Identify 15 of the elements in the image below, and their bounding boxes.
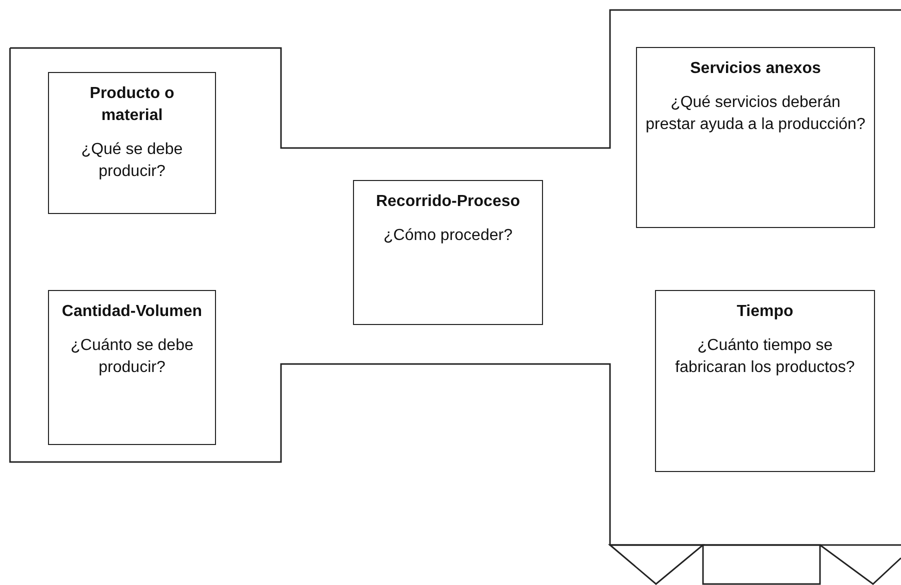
box-question: ¿Cuánto se debe producir? — [70, 336, 194, 378]
box-heading: Cantidad-Volumen — [62, 302, 202, 322]
box-heading: Recorrido-Proceso — [376, 192, 520, 212]
box-heading: Tiempo — [736, 302, 794, 322]
process-box — [48, 290, 216, 445]
process-box — [353, 180, 543, 325]
process-box — [655, 290, 875, 472]
box-heading: Servicios anexos — [690, 59, 821, 79]
box-question: ¿Cuánto tiempo se fabricaran los productos? — [674, 336, 856, 378]
box-heading: Producto o material — [88, 84, 176, 126]
box-question: ¿Qué servicios deberán prestar ayuda a la producción? — [645, 93, 866, 135]
box-question: ¿Cómo proceder? — [384, 226, 512, 246]
process-box — [48, 72, 216, 214]
box-question: ¿Qué se debe producir? — [80, 140, 184, 182]
process-box — [636, 47, 875, 228]
